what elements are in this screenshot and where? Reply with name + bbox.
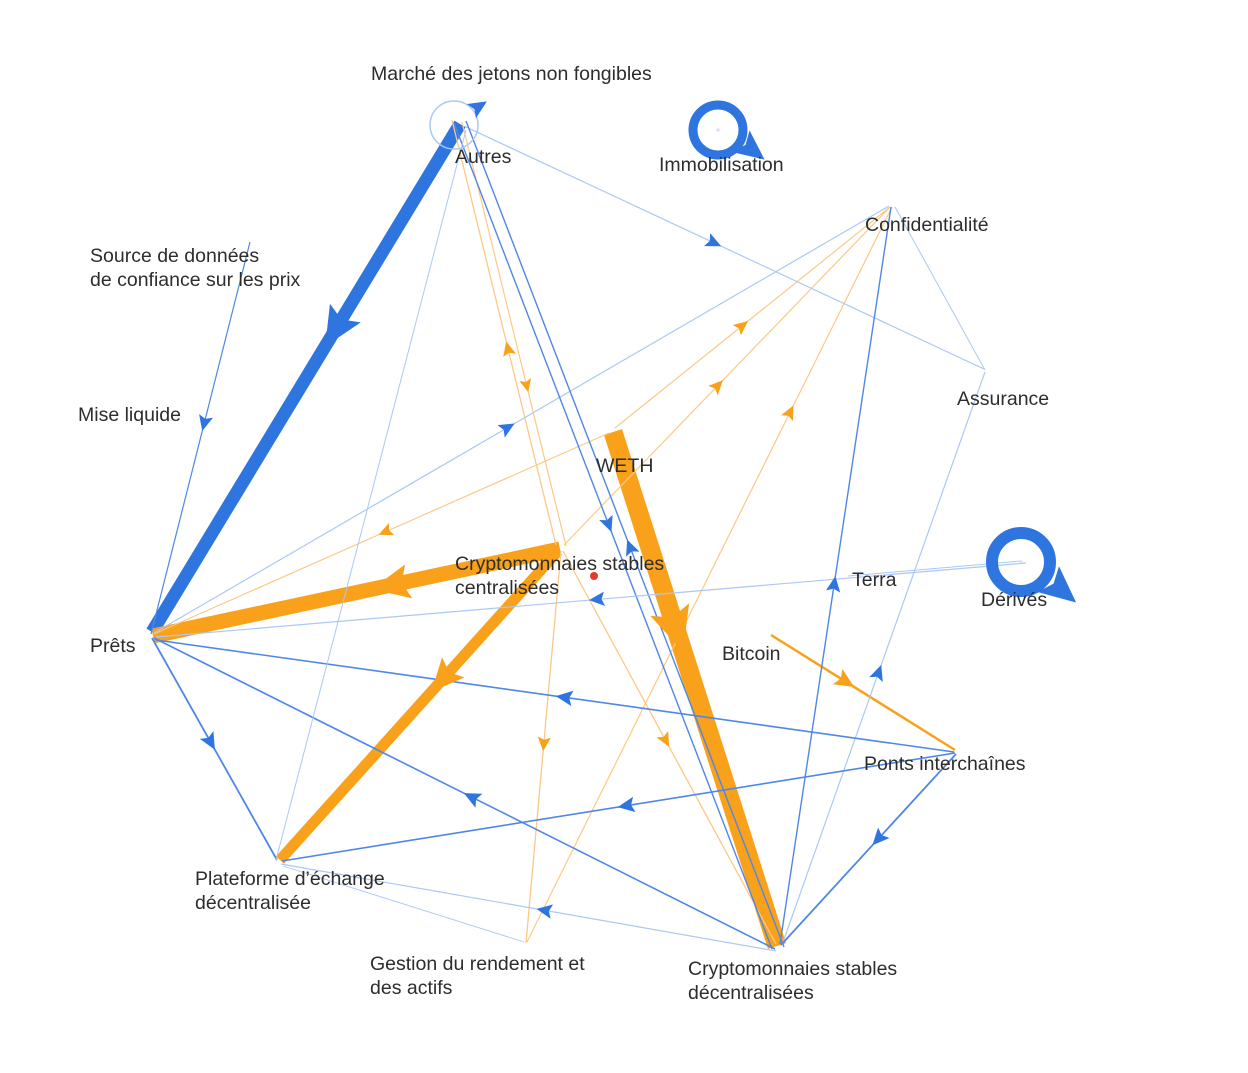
arrowhead-ponts-to-prets (555, 690, 574, 707)
edge-weth-to-confidentialite (614, 206, 891, 429)
arrowhead-decentralisees-to-plateforme (536, 904, 554, 919)
edge-weth-to-decentralisees (603, 429, 787, 949)
arrowhead-prets-to-confidentialite (497, 423, 515, 438)
edge-confidentialite-to-assurance (894, 206, 986, 371)
arrowhead-centralisees-to-gestion (537, 736, 551, 752)
edge-decentralisees-to-assurance (781, 371, 986, 946)
arrowhead-decentralisees-to-prets (463, 793, 483, 808)
arrowhead-ponts-to-decentralisees (872, 827, 890, 846)
node-label-gestion[interactable]: Gestion du rendement et des actifs (370, 953, 585, 999)
arrowhead-gestion-to-confidentialite (781, 405, 794, 422)
arrowhead-weth-to-confidentialite (732, 321, 748, 336)
arrowhead-autres-to-assurance (704, 233, 722, 247)
node-label-terra[interactable]: Terra (852, 569, 897, 591)
edge-marche-nft-to-decentralisees (453, 122, 773, 950)
arrowhead-centralisees-to-decentralisees (656, 731, 670, 747)
node-label-source-donnees[interactable]: Source de données de confiance sur les p… (90, 245, 301, 291)
edge-autres-to-assurance (463, 125, 985, 370)
arrowhead-autres-to-prets (325, 303, 361, 347)
self-loop-derives (986, 527, 1056, 597)
node-label-confidentialite[interactable]: Confidentialité (865, 214, 989, 236)
edge-centralisees-to-marche-nft (451, 119, 557, 546)
red-dot (590, 572, 598, 580)
node-label-ponts[interactable]: Ponts interchaînes (864, 753, 1026, 775)
node-label-prets[interactable]: Prêts (90, 635, 136, 657)
node-label-weth[interactable]: WETH (596, 455, 654, 477)
node-label-mise-liquide[interactable]: Mise liquide (78, 404, 181, 426)
edge-source-donnees-to-prets (150, 241, 251, 635)
arrowhead-decentralisees-to-confidentialite (825, 576, 841, 593)
edge-centralisees-to-decentralisees (562, 550, 777, 945)
self-loop-arrowhead-derives (1037, 566, 1077, 603)
arrowhead-centralisees-to-plateforme (431, 657, 465, 692)
self-loop-immobilisation (688, 100, 748, 160)
edge-ponts-to-prets (155, 639, 955, 753)
arrowhead-centralisees-to-confidentialite (708, 380, 723, 396)
node-label-decentralisees[interactable]: Cryptomonnaies stables décentralisées (688, 958, 898, 1004)
node-label-plateforme[interactable]: Plateforme d’échange décentralisée (195, 868, 385, 914)
edge-bitcoin-to-ponts (770, 633, 956, 752)
arrowhead-decentralisees-to-assurance (869, 664, 883, 683)
node-label-bitcoin[interactable]: Bitcoin (722, 643, 781, 665)
edge-gestion-to-confidentialite (526, 206, 893, 943)
arrowhead-weth-to-prets (378, 523, 395, 536)
arrowhead-source-donnees-to-prets (199, 414, 214, 432)
self-loop-arrowhead-immobilisation (732, 130, 765, 160)
edge-centralisees-to-prets (151, 541, 562, 644)
edge-marche-nft-to-centralisees (461, 121, 567, 547)
arrowhead-marche-nft-to-centralisees (519, 378, 531, 393)
arrowhead-weth-to-decentralisees (650, 603, 690, 652)
edge-autres-to-prets (146, 120, 466, 636)
node-label-derives[interactable]: Dérivés (981, 589, 1048, 611)
edge-autres-to-plateforme (275, 129, 467, 861)
edge-decentralisees-to-marche-nft (465, 120, 785, 948)
node-label-centralisees[interactable]: Cryptomonnaies stables centralisées (455, 553, 665, 599)
arrowhead-ponts-to-plateforme (617, 796, 636, 813)
node-label-immobilisation[interactable]: Immobilisation (659, 154, 784, 176)
edge-ponts-to-decentralisees (780, 753, 957, 946)
arrowhead-marche-nft-to-decentralisees (599, 514, 613, 533)
arrowhead-prets-to-plateforme (199, 731, 215, 750)
arrowhead-derives-to-prets (588, 591, 606, 607)
edge-centralisees-to-plateforme (275, 547, 563, 864)
edge-centralisees-to-confidentialite (563, 206, 891, 546)
edge-prets-to-confidentialite (153, 205, 890, 634)
edge-decentralisees-to-plateforme (280, 863, 777, 952)
edge-decentralisees-to-confidentialite (779, 206, 892, 945)
self-loop-autres (429, 100, 479, 150)
edge-plateforme-to-gestion (282, 865, 525, 943)
node-label-assurance[interactable]: Assurance (957, 388, 1050, 410)
arrowhead-centralisees-to-marche-nft (503, 341, 517, 357)
self-loop-center-dot (1019, 560, 1023, 564)
arrowhead-decentralisees-to-marche-nft (626, 539, 640, 557)
node-label-autres[interactable]: Autres (455, 146, 512, 168)
node-label-marche-nft[interactable]: Marché des jetons non fongibles (371, 63, 652, 85)
self-loop-arrowhead-autres (467, 101, 487, 119)
self-loop-center-dot (716, 128, 720, 132)
arrowhead-bitcoin-to-ponts (832, 668, 855, 687)
arrowhead-centralisees-to-prets (371, 564, 413, 599)
